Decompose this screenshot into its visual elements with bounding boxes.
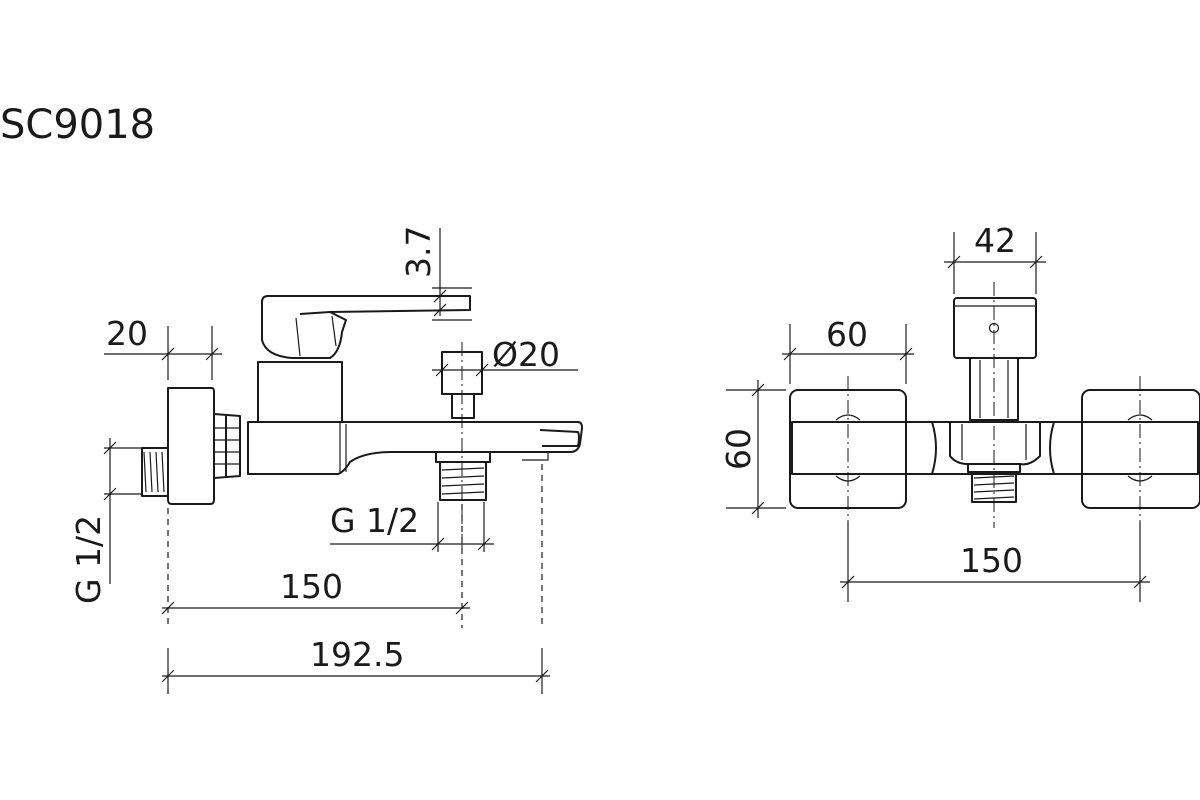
dimension-g12-left: G 1/2 — [69, 438, 142, 604]
dimension-d20: Ø20 — [432, 335, 578, 377]
inlet-thread — [141, 447, 169, 497]
dimension-192-5: 192.5 — [161, 635, 550, 694]
dimension-150-front: 150 — [840, 541, 1150, 589]
svg-text:G 1/2: G 1/2 — [330, 501, 419, 540]
dimension-150-side: 150 — [161, 567, 470, 615]
model-number: SC9018 — [0, 102, 155, 148]
front-handle — [953, 297, 1037, 421]
svg-text:150: 150 — [280, 567, 343, 606]
dimension-60-side: 60 — [719, 380, 786, 518]
dimension-3-7: 3.7 — [399, 226, 472, 321]
right-escutcheon — [1081, 389, 1200, 509]
svg-text:60: 60 — [719, 428, 758, 470]
dimension-42: 42 — [944, 221, 1046, 294]
handle — [257, 295, 471, 423]
wall-flange — [167, 387, 241, 505]
svg-text:Ø20: Ø20 — [492, 335, 560, 374]
side-view: 20 3.7 Ø20 G 1/2 — [69, 226, 583, 694]
front-view: 42 60 60 150 — [719, 221, 1200, 602]
svg-text:20: 20 — [106, 314, 148, 353]
dimension-g12-bottom: G 1/2 — [330, 501, 494, 552]
svg-text:42: 42 — [974, 221, 1016, 260]
shower-outlet-thread — [435, 452, 491, 501]
svg-text:60: 60 — [826, 315, 868, 354]
svg-text:G 1/2: G 1/2 — [69, 515, 108, 604]
svg-text:3.7: 3.7 — [399, 226, 438, 278]
front-body — [791, 421, 1199, 475]
svg-text:192.5: 192.5 — [310, 635, 404, 674]
mixer-body — [247, 421, 583, 475]
svg-text:150: 150 — [960, 541, 1023, 580]
dimension-60-top: 60 — [782, 315, 914, 384]
dimension-20: 20 — [104, 314, 222, 380]
diverter-knob — [441, 351, 483, 419]
